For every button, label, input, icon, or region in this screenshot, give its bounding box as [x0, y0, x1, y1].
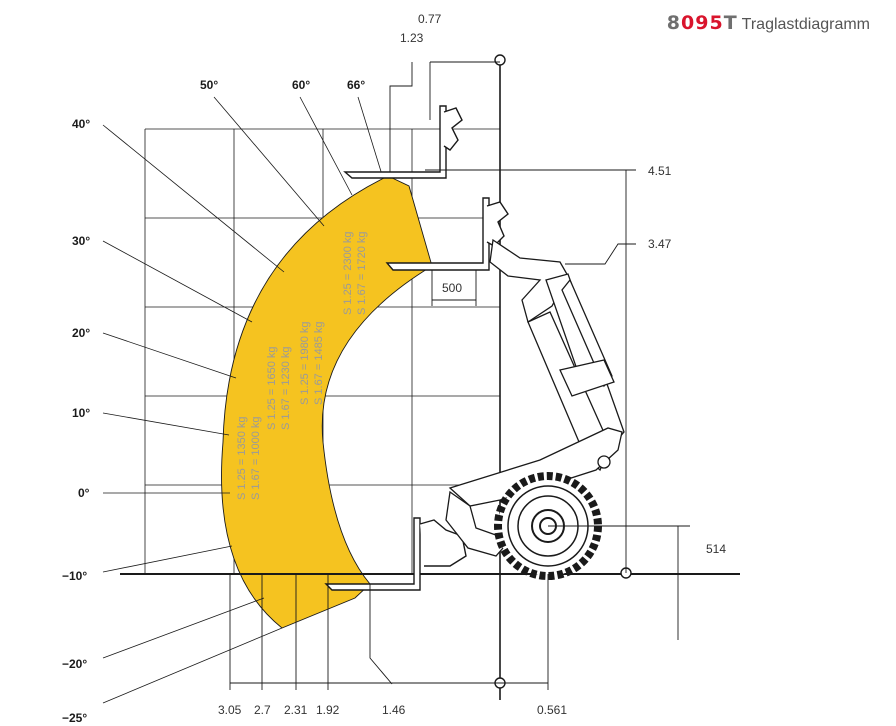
dim-451: 4.51	[648, 164, 672, 178]
axis-marker-top	[494, 54, 506, 66]
angle-label-60: 60°	[292, 78, 310, 92]
dim-27: 2.7	[254, 703, 271, 717]
zone3-s167: S 1.67 = 1485 kg	[313, 322, 325, 405]
model-logo: 8095T	[666, 12, 738, 34]
dim-146: 1.46	[382, 703, 406, 717]
angle-label-20: 20°	[72, 326, 90, 340]
angle-leaders	[102, 124, 285, 704]
loader-arm	[489, 238, 625, 472]
angle-label-minus10: −10°	[62, 569, 87, 583]
dim-0561: 0.561	[537, 703, 567, 717]
angle-label-10: 10°	[72, 406, 90, 420]
angle-label-40: 40°	[72, 117, 90, 131]
zone1-s167: S 1.67 = 1000 kg	[250, 417, 262, 500]
top-angle-leaders	[213, 96, 384, 227]
dimension-lines	[229, 61, 690, 690]
zone2-s125: S 1.25 = 1650 kg	[266, 347, 278, 430]
zone4-s167: S 1.67 = 1720 kg	[356, 232, 368, 315]
chart-title: Traglastdiagramm	[741, 16, 870, 33]
load-zone	[221, 175, 433, 629]
angle-label-minus25: −25°	[62, 711, 87, 725]
angle-label-50: 50°	[200, 78, 218, 92]
dim-231: 2.31	[284, 703, 308, 717]
dim-077: 0.77	[418, 12, 442, 26]
zone-labels: S 1.25 = 1350 kg S 1.67 = 1000 kg S 1.25…	[236, 232, 368, 500]
dim-514: 514	[706, 542, 726, 556]
zone2-s167: S 1.67 = 1230 kg	[280, 347, 292, 430]
chassis	[445, 427, 623, 557]
dim-347: 3.47	[648, 237, 672, 251]
zone4-s125: S 1.25 = 2300 kg	[342, 232, 354, 315]
zone3-s125: S 1.25 = 1980 kg	[299, 322, 311, 405]
zone1-s125: S 1.25 = 1350 kg	[236, 417, 248, 500]
angle-label-66: 66°	[347, 78, 365, 92]
angle-label-minus20: −20°	[62, 657, 87, 671]
dim-500: 500	[442, 281, 462, 295]
dim-192: 1.92	[316, 703, 340, 717]
angle-label-0: 0°	[78, 486, 90, 500]
angle-label-30: 30°	[72, 234, 90, 248]
dim-305: 3.05	[218, 703, 242, 717]
fork-top	[343, 105, 463, 179]
fork-middle	[385, 197, 509, 271]
dim-123: 1.23	[400, 31, 424, 45]
